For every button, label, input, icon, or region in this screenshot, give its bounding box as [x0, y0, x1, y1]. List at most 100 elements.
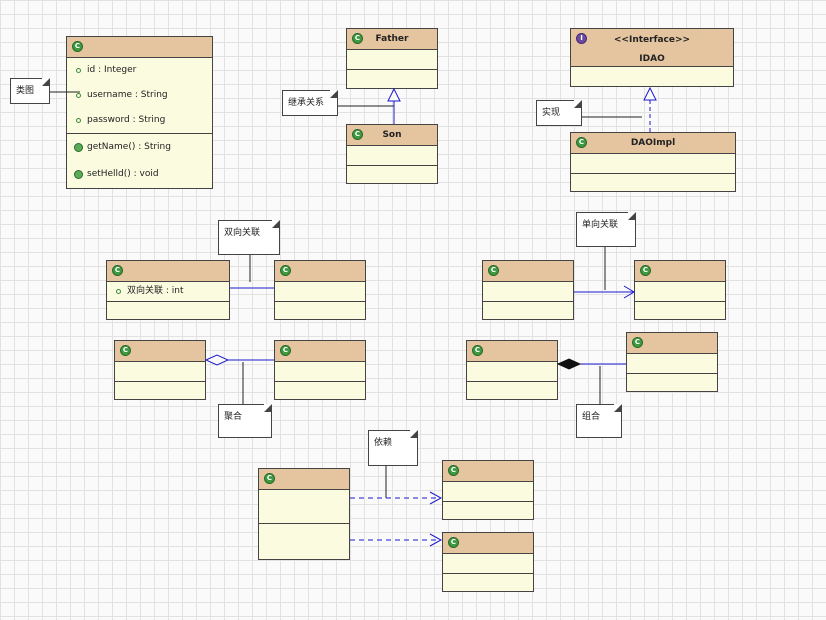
note-realization[interactable]: 实现	[536, 100, 582, 126]
class-header: C	[627, 333, 717, 354]
class-header: C	[259, 469, 349, 490]
father-class-header: C Father	[347, 29, 437, 50]
attributes-section	[115, 362, 205, 382]
note-inheritance[interactable]: 继承关系	[282, 90, 338, 116]
class-header: C	[107, 261, 229, 282]
class-icon: C	[72, 41, 83, 52]
idao-interface-header: I <<Interface>> IDAO	[571, 29, 733, 67]
class-icon: C	[264, 473, 275, 484]
class-name: Son	[382, 130, 402, 140]
attribute-row[interactable]: password : String	[67, 108, 212, 133]
interface-name: IDAO	[639, 54, 665, 64]
class-icon: C	[448, 537, 459, 548]
attributes-section	[259, 490, 349, 524]
class-header: C	[635, 261, 725, 282]
attributes-section: 双向关联 : int	[107, 282, 229, 302]
interface-icon: I	[576, 33, 587, 44]
aggregation-whole-class[interactable]: C	[114, 340, 206, 400]
note-text: 聚合	[224, 412, 243, 422]
attribute-row[interactable]: 双向关联 : int	[107, 282, 229, 301]
dependency-source-class[interactable]: C	[258, 468, 350, 560]
attribute-row[interactable]: username : String	[67, 83, 212, 108]
field-icon	[116, 289, 121, 294]
note-dependency[interactable]: 依赖	[368, 430, 418, 466]
class-header: C	[115, 341, 205, 362]
class-icon: C	[352, 129, 363, 140]
class-header: C	[467, 341, 557, 362]
class-header: C	[443, 461, 533, 482]
note-text: 双向关联	[224, 228, 261, 238]
attributes-section	[347, 146, 437, 166]
class-header: C	[443, 533, 533, 554]
bidir-left-class[interactable]: C 双向关联 : int	[106, 260, 230, 320]
class-icon: C	[112, 265, 123, 276]
method-row[interactable]: setHelld() : void	[67, 161, 212, 188]
attributes-section	[635, 282, 725, 302]
attributes-section	[571, 154, 735, 174]
method-icon	[74, 170, 83, 179]
father-class[interactable]: C Father	[346, 28, 438, 89]
son-class[interactable]: C Son	[346, 124, 438, 184]
note-aggregation[interactable]: 聚合	[218, 404, 272, 438]
dependency-arrowhead	[429, 533, 443, 547]
attribute-row[interactable]: id : Integer	[67, 58, 212, 83]
aggregation-part-class[interactable]: C	[274, 340, 366, 400]
inheritance-arrowhead	[387, 87, 401, 102]
composition-whole-class[interactable]: C	[466, 340, 558, 400]
attributes-section	[443, 554, 533, 574]
method-icon	[74, 143, 83, 152]
class-icon: C	[352, 33, 363, 44]
dependency-target-class[interactable]: C	[442, 532, 534, 592]
class-icon: C	[120, 345, 131, 356]
class-icon: C	[576, 137, 587, 148]
idao-interface[interactable]: I <<Interface>> IDAO	[570, 28, 734, 87]
method-row[interactable]: getName() : String	[67, 134, 212, 161]
note-composition[interactable]: 组合	[576, 404, 622, 438]
method-text: getName() : String	[87, 142, 171, 152]
aggregation-diamond	[204, 354, 230, 366]
class-name: DAOImpl	[630, 138, 676, 148]
class-icon: C	[632, 337, 643, 348]
note-unidirectional[interactable]: 单向关联	[576, 212, 636, 247]
user-class[interactable]: C id : Integer username : String passwor…	[66, 36, 213, 189]
bidir-right-class[interactable]: C	[274, 260, 366, 320]
user-class-header: C	[67, 37, 212, 58]
note-class-diagram[interactable]: 类图	[10, 78, 50, 104]
note-text: 继承关系	[288, 98, 325, 108]
field-icon	[76, 68, 81, 73]
son-class-header: C Son	[347, 125, 437, 146]
field-icon	[76, 118, 81, 123]
daoimpl-class-header: C DAOImpl	[571, 133, 735, 154]
attribute-text: 双向关联 : int	[127, 286, 184, 296]
dependency-arrowhead	[429, 491, 443, 505]
class-icon: C	[488, 265, 499, 276]
attribute-text: username : String	[87, 90, 168, 100]
daoimpl-class[interactable]: C DAOImpl	[570, 132, 736, 192]
interface-stereotype: <<Interface>>	[613, 35, 691, 45]
unidir-left-class[interactable]: C	[482, 260, 574, 320]
attributes-section	[275, 282, 365, 302]
composition-diamond	[556, 358, 582, 370]
class-icon: C	[640, 265, 651, 276]
dependency-target-class[interactable]: C	[442, 460, 534, 520]
class-name: Father	[375, 34, 409, 44]
unidir-right-class[interactable]: C	[634, 260, 726, 320]
class-icon: C	[472, 345, 483, 356]
class-header: C	[275, 341, 365, 362]
note-text: 组合	[582, 412, 601, 422]
attribute-text: password : String	[87, 115, 166, 125]
method-text: setHelld() : void	[87, 169, 159, 179]
attributes-section	[627, 354, 717, 374]
note-text: 依赖	[374, 438, 393, 448]
association-arrowhead	[623, 285, 635, 299]
note-text: 类图	[16, 86, 35, 96]
attributes-section	[467, 362, 557, 382]
note-text: 实现	[542, 108, 561, 118]
composition-part-class[interactable]: C	[626, 332, 718, 392]
realization-arrowhead	[643, 86, 657, 101]
field-icon	[76, 93, 81, 98]
note-bidirectional[interactable]: 双向关联	[218, 220, 280, 255]
attributes-section	[347, 50, 437, 70]
class-icon: C	[448, 465, 459, 476]
